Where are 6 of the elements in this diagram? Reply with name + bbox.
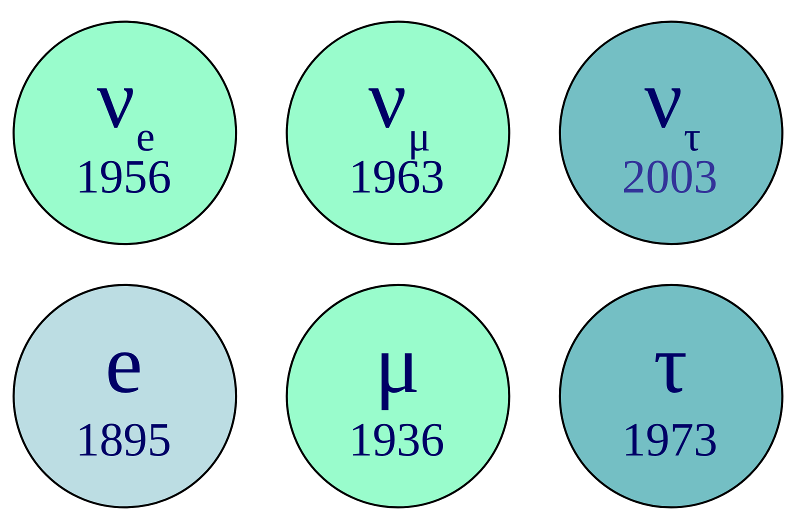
node-circle: ν$_{τ}$ 2003 <box>558 20 784 245</box>
node-circle: ν$_{μ}$ 1963 <box>286 20 510 245</box>
node-circle: μ 1936 <box>286 283 510 508</box>
node-circle: e 1895 <box>12 283 238 508</box>
node-circle: τ 1973 <box>558 283 784 508</box>
node-circle: ν$_{e}$ 1956 <box>12 20 238 245</box>
